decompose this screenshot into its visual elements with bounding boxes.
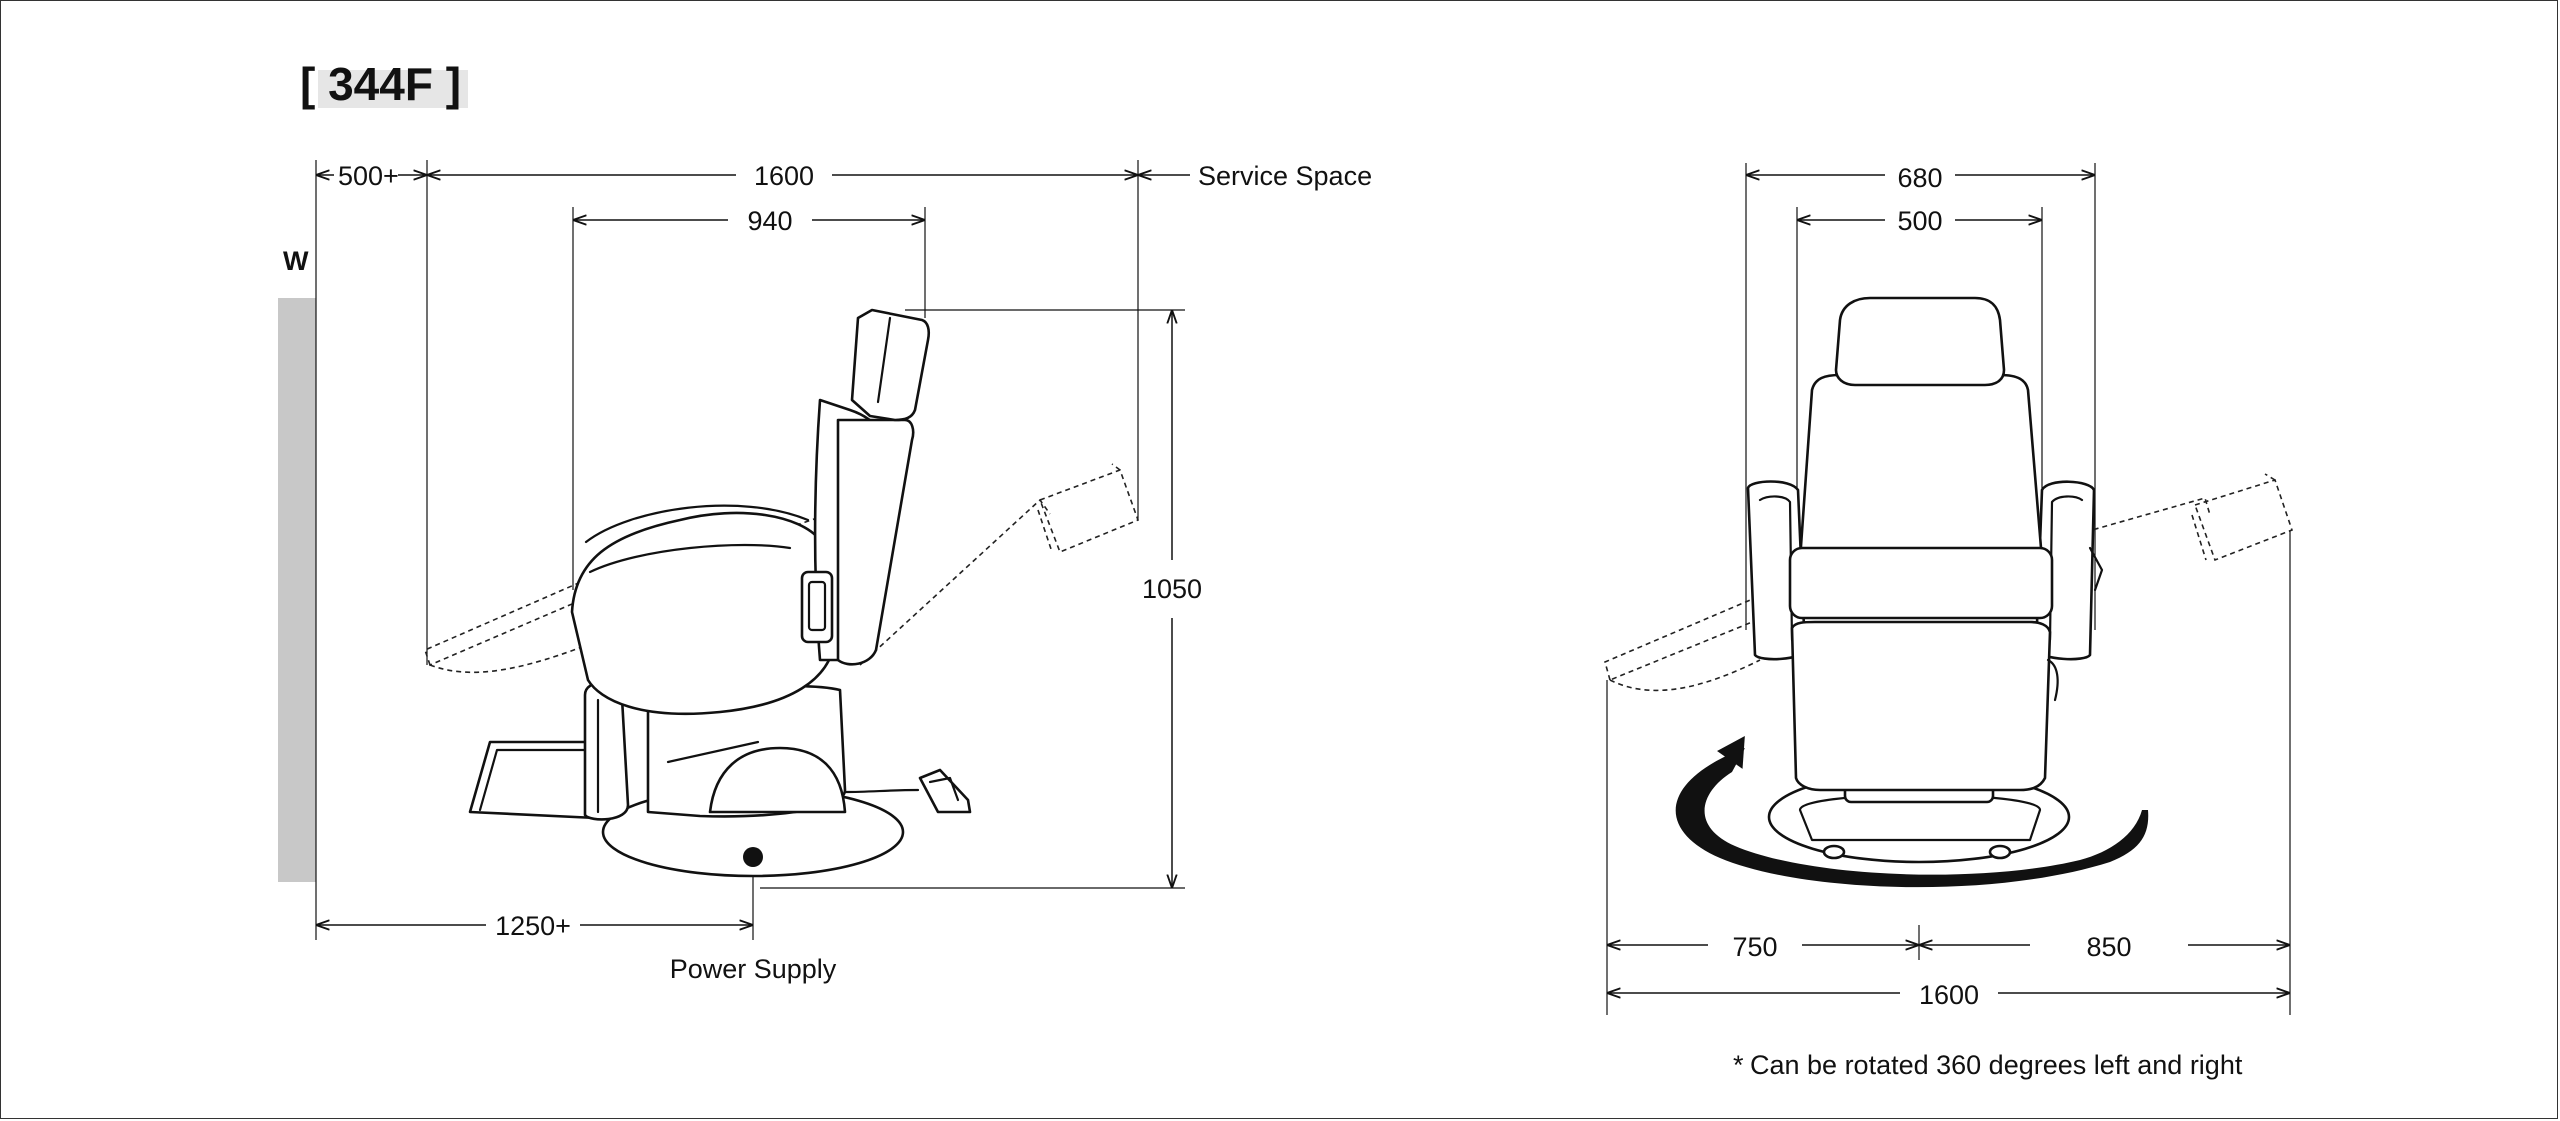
dim-height: 1050 xyxy=(1142,574,1202,604)
side-view: W 500+ 1600 Service Space 940 1050 1250 xyxy=(278,160,1372,984)
title-highlight xyxy=(318,70,468,108)
seat-front xyxy=(1790,620,2052,792)
dim-total-length: 1600 xyxy=(754,161,814,191)
model-title: [ 344F ] xyxy=(300,58,468,110)
dim-left-swing: 750 xyxy=(1732,932,1777,962)
headrest xyxy=(850,308,931,422)
rotation-arrow xyxy=(1675,748,2149,888)
dim-overall-width: 680 xyxy=(1897,163,1942,193)
foot-control xyxy=(918,768,972,814)
service-space-label: Service Space xyxy=(1198,161,1372,191)
seat-cushion xyxy=(570,511,837,716)
dim-clearance: 500+ xyxy=(338,161,399,191)
dim-right-swing: 850 xyxy=(2086,932,2131,962)
dim-seat-width: 500 xyxy=(1897,206,1942,236)
headrest-front xyxy=(1834,296,2006,387)
power-supply-label: Power Supply xyxy=(670,954,837,984)
wall-label: W xyxy=(283,246,309,276)
wall xyxy=(278,298,316,882)
arm-bar xyxy=(1788,546,2054,620)
rotation-note: Can be rotated 360 degrees left and righ… xyxy=(1750,1050,2243,1080)
note-asterisk: * xyxy=(1733,1050,1744,1080)
dim-total-swing: 1600 xyxy=(1919,980,1979,1010)
dim-chair-length: 940 xyxy=(747,206,792,236)
power-supply-point xyxy=(743,847,763,867)
front-view: 680 500 750 850 1600 xyxy=(1604,163,2294,1015)
backrest-front xyxy=(1798,373,2044,562)
dim-power-offset: 1250+ xyxy=(495,911,571,941)
model-label: [ 344F ] xyxy=(300,58,461,110)
